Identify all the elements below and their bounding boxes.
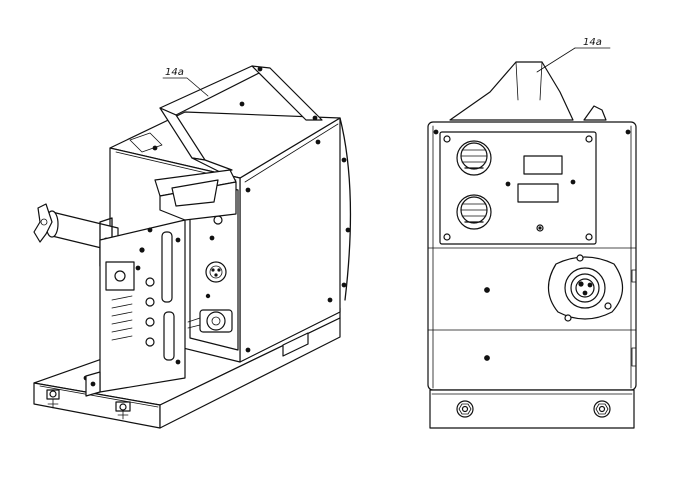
callout-label-left: 14a: [165, 67, 184, 78]
voltage-knob: [456, 194, 492, 230]
torch-socket: [547, 254, 624, 322]
handle-front-view: [449, 61, 607, 121]
display-lower: [517, 183, 559, 203]
callout-14a-left: 14a: [162, 67, 209, 97]
front-elevation-view: 14a: [427, 37, 637, 429]
carrying-handle: [129, 65, 323, 173]
isometric-view: 14a: [33, 65, 352, 429]
wire-feed-bracket: [85, 169, 237, 397]
display-upper: [523, 155, 563, 175]
control-panel: [439, 131, 597, 245]
base-fitting-right-front: [593, 400, 611, 418]
front-panel: [187, 179, 239, 351]
base-fitting-left-front: [456, 400, 474, 418]
base-front-view: [429, 389, 635, 429]
wire-speed-knob: [456, 140, 492, 176]
callout-label-right: 14a: [583, 37, 602, 48]
base-fitting-right: [115, 401, 131, 420]
control-socket: [205, 261, 227, 283]
torch-connector: [187, 309, 233, 333]
callout-14a-right: 14a: [536, 37, 611, 73]
base-fitting-left: [46, 389, 60, 409]
side-nameplate: [282, 332, 309, 357]
